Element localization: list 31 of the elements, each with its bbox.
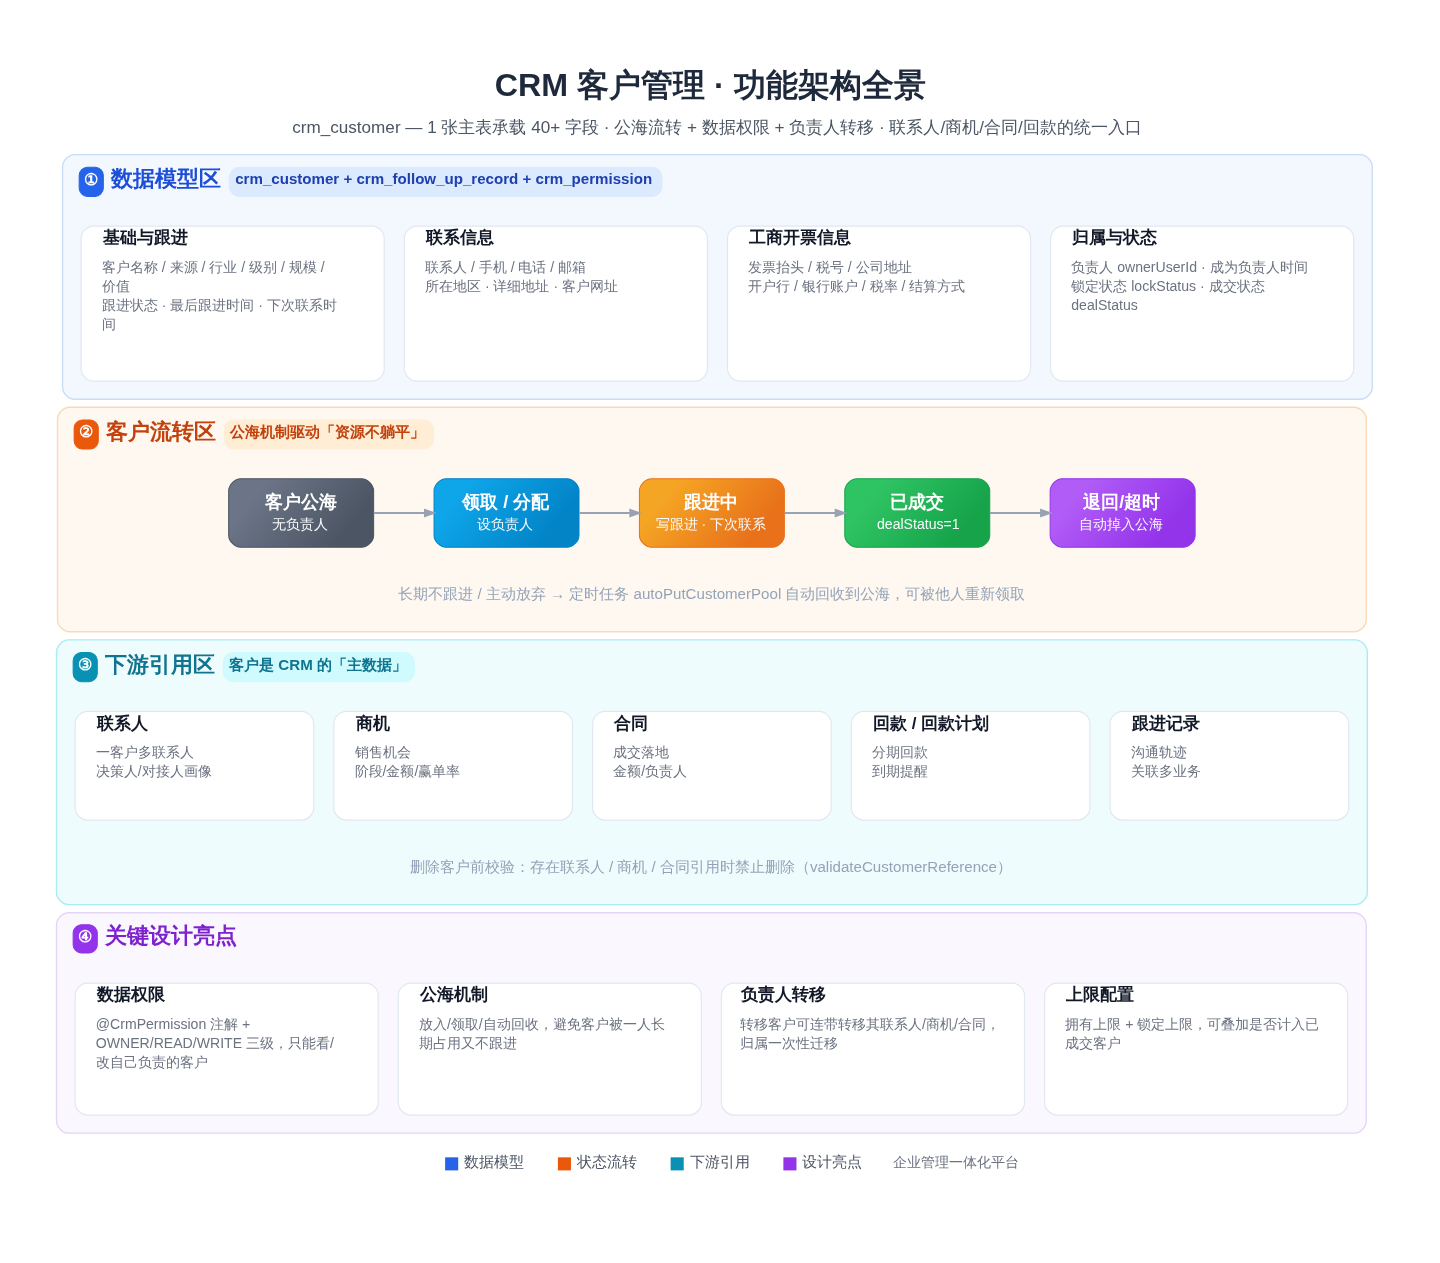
- node-box: 公海机制 放入/领取/自动回收，避免客户被一人长期占用又不跟进: [397, 982, 702, 1116]
- legend-label: 下游引用: [689, 1153, 750, 1171]
- legend-label: 状态流转: [576, 1153, 637, 1171]
- node-box: 商机 销售机会 阶段/金额/赢单率: [332, 710, 573, 821]
- node-box: 归属与状态 负责人 ownerUserId · 成为负责人时间 锁定状态 lockStatus · 成交状态 dealStatus: [1049, 225, 1354, 382]
- node-box: 合同 成交落地 金额/负责人: [591, 710, 832, 821]
- arrow: [988, 508, 1053, 518]
- node-box: 跟进中 写跟进 · 下次联系: [638, 478, 785, 548]
- node-box: 退回/超时 自动掉入公海: [1049, 478, 1196, 548]
- arrow: [783, 508, 847, 518]
- label: 删除客户前校验：存在联系人 / 商机 / 合同引用时禁止删除（validateCustomerReference）: [409, 857, 1012, 875]
- node-box: 客户公海 无负责人: [227, 478, 374, 548]
- arrow: [372, 508, 437, 518]
- label: 企业管理一体化平台: [892, 1154, 1019, 1171]
- node-box: 跟进记录 沟通轨迹 关联多业务: [1108, 710, 1349, 821]
- node-box: 工商开票信息 发票抬头 / 税号 / 公司地址 开户行 / 银行账户 / 税率 / 结算方式: [726, 225, 1031, 382]
- arrow: [577, 508, 642, 518]
- diagram-title: CRM 客户管理 · 功能架构全景: [494, 66, 926, 103]
- legend-label: 数据模型: [463, 1153, 524, 1171]
- node-box: 回款 / 回款计划 分期回款 到期提醒: [850, 710, 1091, 821]
- node-box: 联系信息 联系人 / 手机 / 电话 / 邮箱 所在地区 · 详细地址 · 客户网址: [403, 225, 708, 382]
- node-box: 基础与跟进 客户名称 / 来源 / 行业 / 级别 / 规模 / 价值 跟进状态 · 最后跟进时间 · 下次联系时间: [80, 225, 385, 382]
- node-box: 领取 / 分配 设负责人: [433, 478, 579, 548]
- node-box: 联系人 一客户多联系人 决策人/对接人画像: [74, 710, 314, 821]
- legend-label: 设计亮点: [802, 1153, 863, 1171]
- node-box: 上限配置 拥有上限 + 锁定上限，可叠加是否计入已成交客户: [1043, 982, 1348, 1116]
- label: 长期不跟进 / 主动放弃 → 定时任务 autoPutCustomerPool 自动回收到公海，可被他人重新领取: [397, 585, 1025, 603]
- node-box: 数据权限 @CrmPermission 注解 + OWNER/READ/WRITE 三级，只能看/改自己负责的客户: [74, 982, 379, 1116]
- node-box: 负责人转移 转移客户可连带转移其联系人/商机/合同，归属一次性迁移: [720, 982, 1025, 1116]
- node-box: 已成交 dealStatus=1: [843, 478, 990, 548]
- label: crm_customer — 1 张主表承载 40+ 字段 · 公海流转 + 数据权限 + 负责人转移 · 联系人/商机/合同/回款的统一入口: [291, 117, 1142, 137]
